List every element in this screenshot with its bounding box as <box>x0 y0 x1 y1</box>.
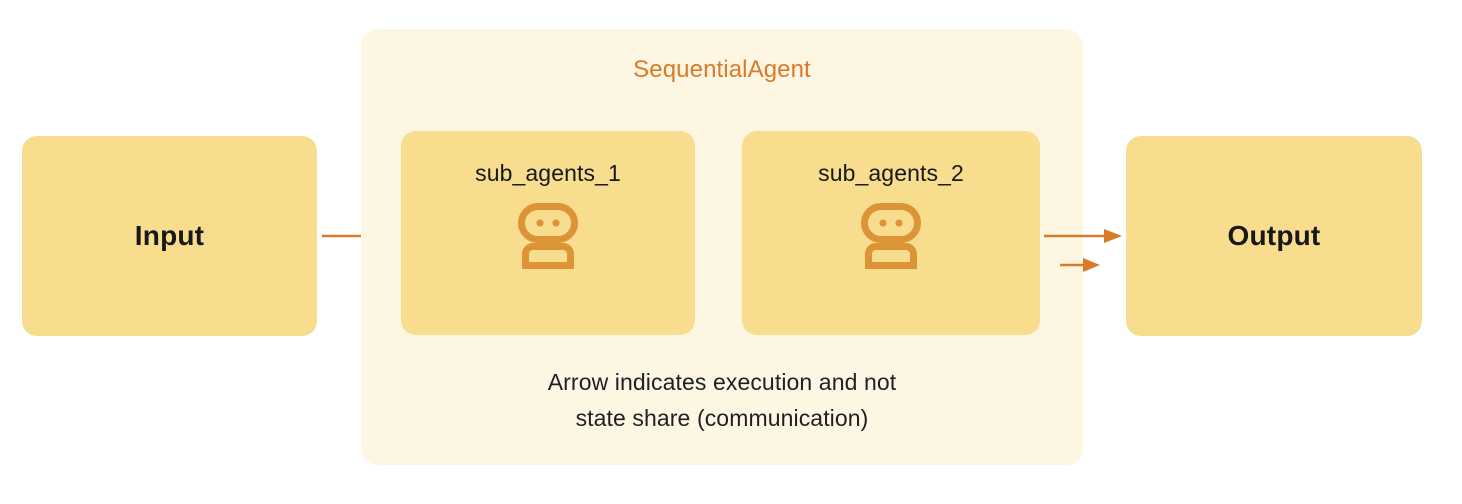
node-sub-agents-2-label: sub_agents_2 <box>818 160 964 186</box>
node-output-label: Output <box>1227 220 1321 251</box>
robot-icon <box>861 203 921 269</box>
robot-icon <box>518 203 578 269</box>
panel-caption-line-1: Arrow indicates execution and not <box>547 369 897 395</box>
node-sub-agents-1: sub_agents_1 <box>401 131 695 335</box>
panel-caption: Arrow indicates execution and not state … <box>361 364 1083 436</box>
panel-caption-line-2: state share (communication) <box>575 405 869 431</box>
node-sub-agents-2: sub_agents_2 <box>742 131 1040 335</box>
node-input: Input <box>22 136 317 336</box>
arrow-right-icon-sub-agents-2-to-output <box>1044 229 1122 243</box>
sequential-agent-title: SequentialAgent <box>633 56 811 83</box>
sequential-agent-panel: SequentialAgent sub_agents_1 sub_agents_… <box>361 29 1100 465</box>
arrow-right-icon-sub-agents-1-to-sub-agents-2 <box>1060 258 1100 272</box>
node-input-label: Input <box>134 220 205 251</box>
node-output: Output <box>1126 136 1422 336</box>
node-sub-agents-1-label: sub_agents_1 <box>475 160 621 186</box>
